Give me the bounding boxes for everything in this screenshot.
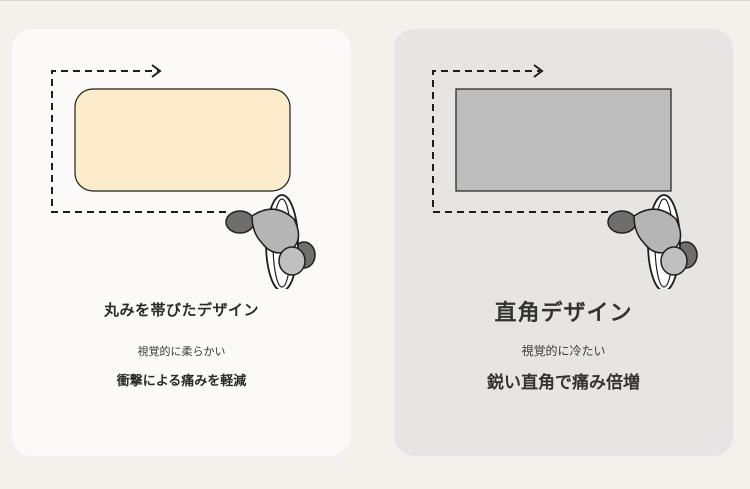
motion-path-arrow bbox=[51, 70, 226, 213]
rounded-design-illustration bbox=[51, 64, 316, 289]
right-angle-design-illustration bbox=[432, 64, 698, 289]
foot-icon bbox=[607, 194, 698, 289]
rounded-box bbox=[74, 88, 291, 192]
arrow-head-icon bbox=[533, 64, 544, 78]
card-subtitle: 視覚的に柔らかい bbox=[137, 345, 226, 358]
top-divider bbox=[0, 0, 750, 1]
motion-path-arrow bbox=[432, 70, 608, 213]
right-angle-design-card: 直角デザイン 視覚的に冷たい 鋭い直角で痛み倍増 bbox=[394, 29, 733, 456]
square-box bbox=[455, 88, 672, 192]
foot-icon bbox=[225, 194, 316, 289]
card-title: 丸みを帯びたデザイン bbox=[103, 301, 259, 319]
card-title: 直角デザイン bbox=[494, 301, 633, 326]
arrow-head-icon bbox=[151, 64, 162, 78]
card-note: 衝撃による痛みを軽減 bbox=[116, 374, 247, 389]
card-subtitle: 視覚的に冷たい bbox=[521, 344, 606, 358]
rounded-design-card: 丸みを帯びたデザイン 視覚的に柔らかい 衝撃による痛みを軽減 bbox=[12, 29, 351, 456]
card-note: 鋭い直角で痛み倍増 bbox=[487, 373, 640, 393]
